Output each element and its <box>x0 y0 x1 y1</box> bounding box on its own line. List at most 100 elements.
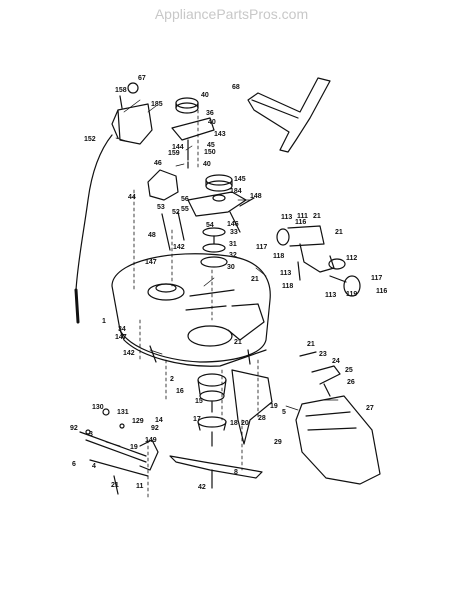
mower-blade-drawing <box>169 455 263 489</box>
part-callout-185: 185 <box>151 101 163 108</box>
part-callout-130: 130 <box>92 404 104 411</box>
part-callout-92: 92 <box>70 425 78 432</box>
part-callout-67: 67 <box>138 75 146 82</box>
belt-guard-drawing <box>147 169 179 201</box>
part-callout-46: 46 <box>154 160 162 167</box>
part-callout-28: 28 <box>258 415 266 422</box>
part-callout-150: 150 <box>204 149 216 156</box>
part-callout-152: 152 <box>84 136 96 143</box>
part-callout-113: 113 <box>325 292 336 299</box>
part-callout-131: 131 <box>117 409 129 416</box>
part-callout-116: 116 <box>376 288 387 295</box>
part-callout-145: 145 <box>234 176 246 183</box>
part-callout-11: 11 <box>136 483 144 490</box>
part-callout-148: 148 <box>250 193 262 200</box>
assembly-guide-lines <box>133 103 259 501</box>
part-callout-40: 40 <box>208 119 216 126</box>
part-callout-6: 6 <box>72 461 76 468</box>
part-callout-44: 44 <box>128 194 136 201</box>
part-callout-21: 21 <box>234 339 242 346</box>
center-pulley-drawing <box>205 174 233 202</box>
part-callout-52: 52 <box>172 209 180 216</box>
part-callout-24: 24 <box>332 358 340 365</box>
part-callout-34: 34 <box>118 326 126 333</box>
part-callout-16: 16 <box>176 388 184 395</box>
part-callout-111: 111 <box>297 213 308 220</box>
part-callout-147: 147 <box>115 334 127 341</box>
lift-link-assembly-drawing <box>79 408 159 495</box>
part-callout-3: 3 <box>89 431 93 438</box>
part-callout-30: 30 <box>227 264 235 271</box>
part-callout-17: 17 <box>193 416 201 423</box>
part-callout-45: 45 <box>207 142 215 149</box>
right-bracket-assembly-drawing <box>276 225 361 297</box>
part-callout-4: 4 <box>92 463 96 470</box>
part-callout-25: 25 <box>345 367 353 374</box>
part-callout-32: 32 <box>229 252 237 259</box>
part-callout-159: 159 <box>168 150 180 157</box>
part-callout-42: 42 <box>198 484 206 491</box>
part-callout-146: 146 <box>227 221 239 228</box>
part-callout-18: 18 <box>230 420 238 427</box>
mower-deck-drawing <box>111 253 271 367</box>
part-callout-40: 40 <box>203 161 211 168</box>
part-callout-149: 149 <box>145 437 157 444</box>
part-callout-56: 56 <box>181 196 189 203</box>
part-callout-21: 21 <box>111 482 119 489</box>
part-callout-54: 54 <box>206 222 214 229</box>
part-callout-26: 26 <box>347 379 355 386</box>
part-callout-27: 27 <box>366 405 374 412</box>
part-callout-118: 118 <box>282 283 293 290</box>
part-callout-116: 116 <box>295 219 306 226</box>
blade-spindle-drawing <box>197 373 227 447</box>
part-callout-118: 118 <box>273 253 284 260</box>
part-callout-143: 143 <box>214 131 226 138</box>
watermark-text: AppliancePartsPros.com <box>154 6 309 22</box>
part-callout-19: 19 <box>270 403 278 410</box>
part-callout-40: 40 <box>201 92 209 99</box>
part-callout-129: 129 <box>132 418 144 425</box>
part-callout-2: 2 <box>170 376 174 383</box>
part-callout-15: 15 <box>195 398 203 405</box>
part-callout-33: 33 <box>230 229 238 236</box>
part-callout-53: 53 <box>157 204 165 211</box>
part-callout-68: 68 <box>232 84 240 91</box>
part-callout-119: 119 <box>346 291 357 298</box>
part-callout-117: 117 <box>256 244 267 251</box>
part-callout-184: 184 <box>230 188 242 195</box>
leader-lines <box>105 99 339 447</box>
part-callout-14: 14 <box>155 417 163 424</box>
part-callout-113: 113 <box>281 214 292 221</box>
part-callout-112: 112 <box>346 255 357 262</box>
part-callout-8: 8 <box>234 469 238 476</box>
part-callout-55: 55 <box>181 206 189 213</box>
part-callout-1: 1 <box>102 318 106 325</box>
deflector-arm-drawing <box>231 369 273 445</box>
part-callout-21: 21 <box>313 213 321 220</box>
part-callout-142: 142 <box>173 244 185 251</box>
idler-arm-assembly-drawing <box>161 191 255 268</box>
part-callout-19: 19 <box>130 444 138 451</box>
part-callout-92: 92 <box>151 425 159 432</box>
part-callout-20: 20 <box>241 420 249 427</box>
part-callout-158: 158 <box>115 87 127 94</box>
part-callout-142: 142 <box>123 350 135 357</box>
part-callout-5: 5 <box>282 409 286 416</box>
part-callout-21: 21 <box>251 276 259 283</box>
upper-pulley-stack-drawing <box>171 97 215 169</box>
drive-belt-drawing <box>247 77 331 153</box>
lever-bracket-drawing <box>111 82 153 145</box>
part-callout-48: 48 <box>148 232 156 239</box>
part-callout-113: 113 <box>280 270 291 277</box>
control-cable-drawing <box>74 134 113 324</box>
part-callout-36: 36 <box>206 110 214 117</box>
part-callout-117: 117 <box>371 275 382 282</box>
part-callout-21: 21 <box>307 341 315 348</box>
part-callout-23: 23 <box>319 351 327 358</box>
part-callout-21: 21 <box>335 229 343 236</box>
part-callout-29: 29 <box>274 439 282 446</box>
part-callout-147: 147 <box>145 259 157 266</box>
discharge-chute-drawing <box>295 351 381 485</box>
part-callout-144: 144 <box>172 144 184 151</box>
